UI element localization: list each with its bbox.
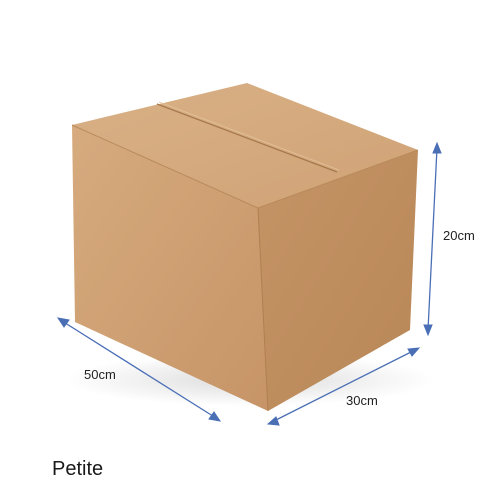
height-label: 20cm: [443, 228, 475, 243]
box-vertical-edge: [257, 207, 269, 412]
depth-arrow: [56, 317, 222, 422]
size-caption: Petite: [52, 458, 104, 480]
depth-label: 50cm: [84, 367, 116, 382]
box-flap-seam-highlight: [158, 101, 340, 171]
box-top-face: [72, 83, 418, 208]
box-front-face: [72, 125, 268, 411]
width-arrow: [266, 347, 421, 426]
width-label: 30cm: [346, 393, 378, 408]
box-flap-seam: [156, 103, 338, 173]
box-side-face: [258, 150, 418, 411]
height-arrow: [423, 141, 442, 337]
